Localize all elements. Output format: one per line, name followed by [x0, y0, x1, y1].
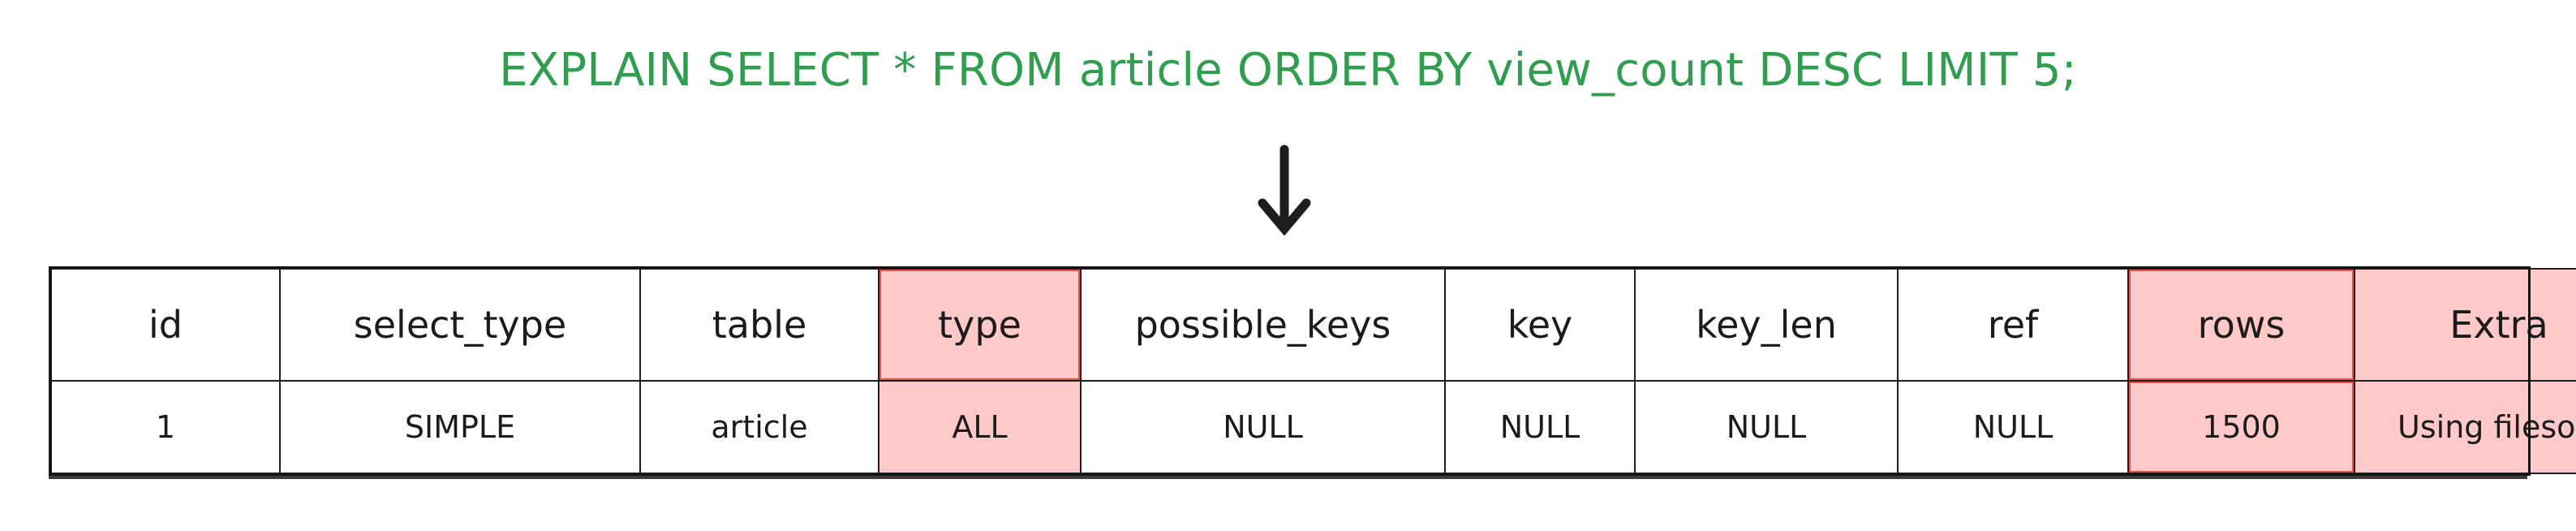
cell-type: ALL [878, 379, 1082, 475]
column-header-key: key [1444, 268, 1636, 382]
cell-possible-keys: NULL [1080, 379, 1446, 475]
column-header-possible-keys: possible_keys [1080, 268, 1446, 382]
column-header-ref: ref [1897, 268, 2129, 382]
table-header-row: id select_type table type possible_keys … [50, 268, 2576, 382]
cell-key-len: NULL [1634, 379, 1899, 475]
column-header-table: table [639, 268, 879, 382]
explain-table-container: id select_type table type possible_keys … [50, 268, 2576, 476]
cell-extra: Using filesort [2354, 379, 2576, 475]
table-row: 1 SIMPLE article ALL NULL NULL NULL NULL… [50, 379, 2576, 475]
cell-select-type: SIMPLE [279, 379, 641, 475]
cell-rows: 1500 [2127, 379, 2355, 475]
page-title: EXPLAIN SELECT * FROM article ORDER BY v… [499, 44, 2077, 97]
explain-table: id select_type table type possible_keys … [50, 268, 2576, 475]
column-header-key-len: key_len [1634, 268, 1899, 382]
cell-table: article [639, 379, 879, 475]
column-header-type: type [878, 268, 1082, 382]
cell-key: NULL [1444, 379, 1636, 475]
cell-ref: NULL [1897, 379, 2129, 475]
column-header-select-type: select_type [279, 268, 641, 382]
cell-id: 1 [50, 379, 281, 475]
column-header-extra: Extra [2354, 268, 2576, 382]
column-header-rows: rows [2127, 268, 2355, 382]
column-header-id: id [50, 268, 281, 382]
down-arrow-icon [1258, 145, 1311, 235]
table-bottom-rule [49, 476, 2527, 479]
